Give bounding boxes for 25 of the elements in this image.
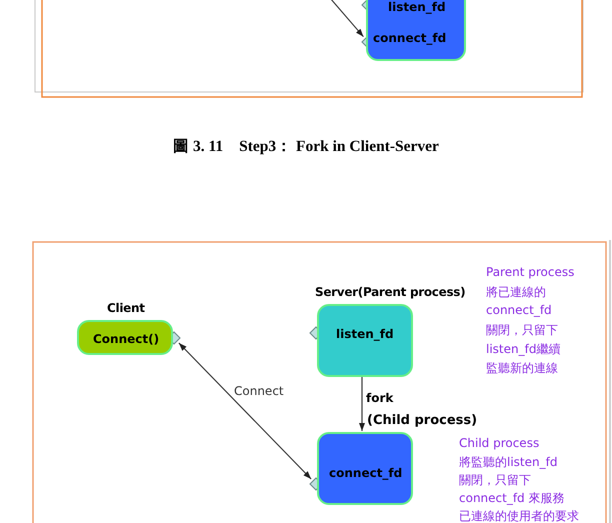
annotation-text: 關閉，只留下 — [459, 472, 531, 489]
annotation-text: 將已連線的 — [486, 284, 546, 301]
annotation-text: Child process — [459, 436, 540, 450]
annotation-text: 將監聽的listen_fd — [459, 454, 558, 471]
annotation-text: listen_fd繼續 — [486, 341, 560, 358]
box-text: listen_fd — [336, 327, 394, 341]
box-text: Connect() — [93, 332, 160, 346]
figure-caption: 圖 3. 11 Step3： Fork in Client-Server — [172, 137, 440, 157]
annotation-text: connect_fd 來服務 — [459, 490, 564, 507]
edge-label: fork — [365, 391, 394, 405]
node-heading: Server(Parent process) — [315, 285, 466, 299]
box-text: listen_fd — [388, 0, 446, 14]
annotation-text: connect_fd — [486, 303, 552, 317]
edge-label: Connect — [233, 384, 285, 398]
annotation-text: 已連線的使用者的要求 — [459, 508, 579, 523]
arrow — [359, 377, 365, 431]
box-text: connect_fd — [329, 466, 402, 480]
node-heading: Client — [107, 301, 145, 315]
annotation-text: 監聽新的連線 — [486, 360, 558, 377]
box-text: connect_fd — [373, 31, 446, 45]
edge-note: (Child process) — [367, 413, 478, 428]
annotation-text: Parent process — [486, 265, 574, 279]
annotation-text: 關閉，只留下 — [486, 322, 558, 339]
arrow — [178, 342, 312, 480]
arrow — [330, 0, 364, 38]
